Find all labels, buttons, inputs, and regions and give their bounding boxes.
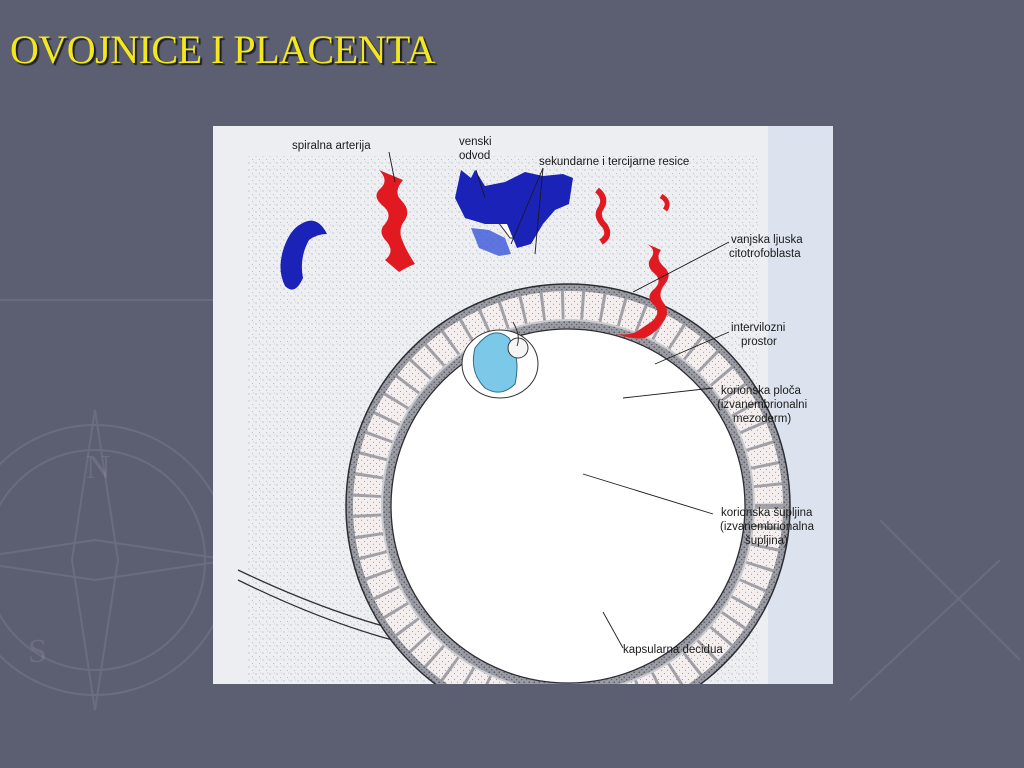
compass-n-glyph: N [86, 449, 111, 486]
label-intervillous-line1: intervilozni [731, 322, 785, 334]
maternal-vein-shapes [280, 170, 573, 290]
spiral-artery-shapes [376, 170, 670, 339]
label-spiral-artery: spiralna arterija [292, 140, 371, 152]
leader-lines [388, 151, 730, 649]
label-venous-drain-line1: venski [459, 136, 492, 148]
label-chorionic-cavity-line2: (izvanembrionalna [720, 521, 815, 533]
label-venous-drain-line2: odvod [459, 150, 490, 162]
label-chorionic-cavity-line3: šupljina) [745, 535, 788, 547]
placenta-diagram: spiralna arterija venski odvod sekundarn… [213, 126, 833, 684]
diagram-labels: spiralna arterija venski odvod sekundarn… [292, 136, 815, 656]
label-chorionic-cavity-line1: korionska šupljina [721, 507, 813, 519]
compass-s-glyph: S [28, 633, 47, 670]
label-villi: sekundarne i tercijarne resice [539, 156, 689, 168]
label-chorionic-plate-line3: mezoderm) [733, 413, 791, 425]
label-chorionic-plate-line1: korionska ploča [721, 385, 802, 397]
label-outer-shell-line1: vanjska ljuska [731, 234, 803, 246]
slide-title: OVOJNICE I PLACENTA [10, 27, 436, 72]
label-capsular-decidua: kapsularna decidua [623, 644, 723, 656]
label-outer-shell-line2: citotrofoblasta [729, 248, 801, 260]
label-intervillous-line2: prostor [741, 336, 777, 348]
label-chorionic-plate-line2: (izvanembrionalni [717, 399, 807, 411]
